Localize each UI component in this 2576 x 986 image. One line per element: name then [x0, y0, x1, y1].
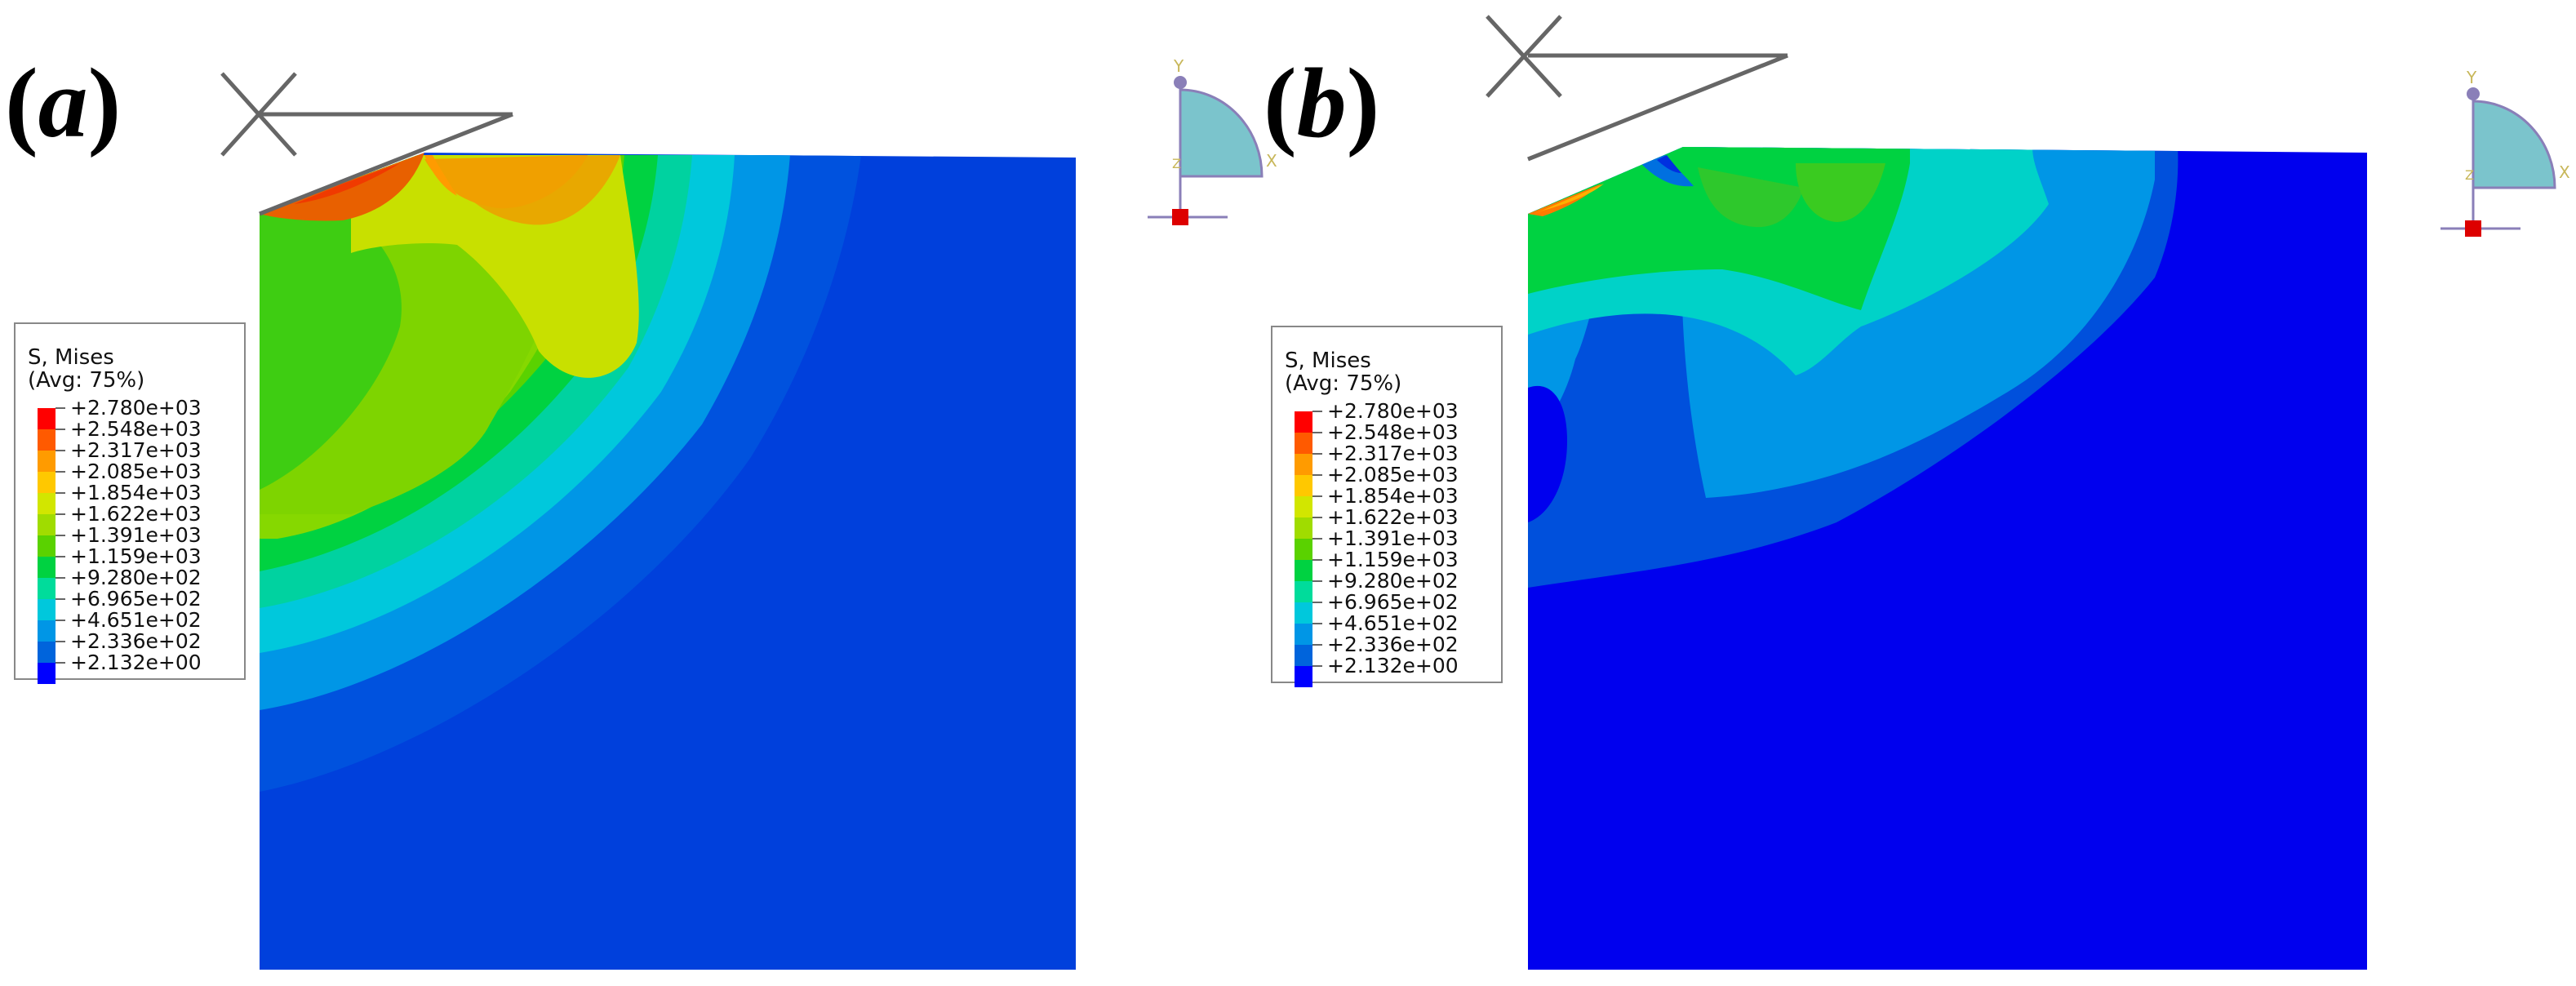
legend-value-b: +2.336e+02	[1327, 633, 1459, 656]
panel-label-b: (b)	[1264, 48, 1380, 158]
panel-b-contour	[1528, 147, 2367, 970]
axis-triad-b: Y X Z	[2441, 68, 2570, 237]
legend-swatch-a	[38, 451, 56, 472]
legend-value-b: +2.780e+03	[1327, 399, 1459, 423]
legend-swatch-a	[38, 514, 56, 535]
legend-swatch-b	[1295, 539, 1312, 560]
triad-z-label-a: Z	[1172, 156, 1181, 171]
legend-swatch-b	[1295, 496, 1312, 517]
triad-origin-b	[2465, 220, 2481, 237]
legend-swatch-a	[38, 557, 56, 578]
axis-triad-a: Y X Z	[1148, 56, 1277, 225]
legend-swatch-b	[1295, 645, 1312, 666]
legend-swatch-b	[1295, 624, 1312, 645]
triad-y-dot-b	[2467, 87, 2480, 100]
triad-z-label-b: Z	[2465, 167, 2474, 183]
legend-value-a: +9.280e+02	[70, 566, 202, 589]
legend-swatch-a	[38, 578, 56, 599]
legend-swatch-a	[38, 663, 56, 684]
triad-x-label-b: X	[2559, 162, 2570, 182]
legend-value-a: +1.622e+03	[70, 502, 202, 526]
legend-swatch-a	[38, 642, 56, 663]
legend-value-b: +1.854e+03	[1327, 484, 1459, 508]
triad-y-dot-a	[1174, 76, 1187, 89]
legend-a: S, Mises(Avg: 75%)+2.780e+03+2.548e+03+2…	[14, 322, 246, 684]
triad-y-label-b: Y	[2466, 68, 2477, 87]
legend-subtitle-b: (Avg: 75%)	[1285, 371, 1401, 396]
panel-a-contour	[260, 153, 1076, 970]
legend-value-a: +1.159e+03	[70, 544, 202, 568]
legend-swatch-b	[1295, 560, 1312, 581]
legend-value-a: +2.132e+00	[70, 651, 202, 674]
legend-swatch-b	[1295, 411, 1312, 433]
legend-value-b: +2.317e+03	[1327, 442, 1459, 465]
legend-swatch-a	[38, 429, 56, 451]
legend-title-b: S, Mises	[1285, 349, 1371, 373]
legend-swatch-b	[1295, 602, 1312, 624]
triad-origin-a	[1172, 209, 1188, 225]
legend-swatch-a	[38, 493, 56, 514]
legend-swatch-b	[1295, 666, 1312, 687]
legend-swatch-a	[38, 408, 56, 429]
legend-value-b: +1.391e+03	[1327, 526, 1459, 550]
legend-value-a: +2.317e+03	[70, 438, 202, 462]
legend-value-b: +2.085e+03	[1327, 463, 1459, 486]
legend-value-a: +1.854e+03	[70, 481, 202, 504]
legend-value-a: +6.965e+02	[70, 587, 202, 611]
legend-swatch-b	[1295, 517, 1312, 539]
legend-swatch-b	[1295, 454, 1312, 475]
legend-title-a: S, Mises	[28, 345, 114, 370]
legend-value-b: +2.132e+00	[1327, 654, 1459, 677]
legend-swatch-b	[1295, 475, 1312, 496]
legend-value-b: +6.965e+02	[1327, 590, 1459, 614]
legend-value-b: +9.280e+02	[1327, 569, 1459, 593]
legend-value-a: +1.391e+03	[70, 523, 202, 547]
tool-a	[220, 72, 513, 216]
tool-b	[1486, 15, 1788, 162]
legend-value-a: +2.336e+02	[70, 629, 202, 653]
legend-b: S, Mises(Avg: 75%)+2.780e+03+2.548e+03+2…	[1271, 326, 1503, 687]
triad-y-label-a: Y	[1173, 56, 1184, 76]
triad-x-label-a: X	[1266, 151, 1277, 171]
legend-value-b: +4.651e+02	[1327, 611, 1459, 635]
legend-swatch-b	[1295, 581, 1312, 602]
legend-value-a: +4.651e+02	[70, 608, 202, 632]
legend-value-a: +2.085e+03	[70, 460, 202, 483]
legend-subtitle-a: (Avg: 75%)	[28, 368, 144, 393]
legend-swatch-b	[1295, 433, 1312, 454]
legend-swatch-a	[38, 535, 56, 557]
legend-swatch-a	[38, 620, 56, 642]
triad-quadrant-b	[2472, 100, 2556, 189]
legend-swatch-a	[38, 599, 56, 620]
legend-value-a: +2.780e+03	[70, 396, 202, 420]
panel-label-a: (a)	[5, 48, 122, 158]
legend-value-a: +2.548e+03	[70, 417, 202, 441]
legend-value-b: +2.548e+03	[1327, 420, 1459, 444]
legend-value-b: +1.622e+03	[1327, 505, 1459, 529]
legend-swatch-a	[38, 472, 56, 493]
legend-value-b: +1.159e+03	[1327, 548, 1459, 571]
triad-quadrant-a	[1179, 88, 1264, 178]
